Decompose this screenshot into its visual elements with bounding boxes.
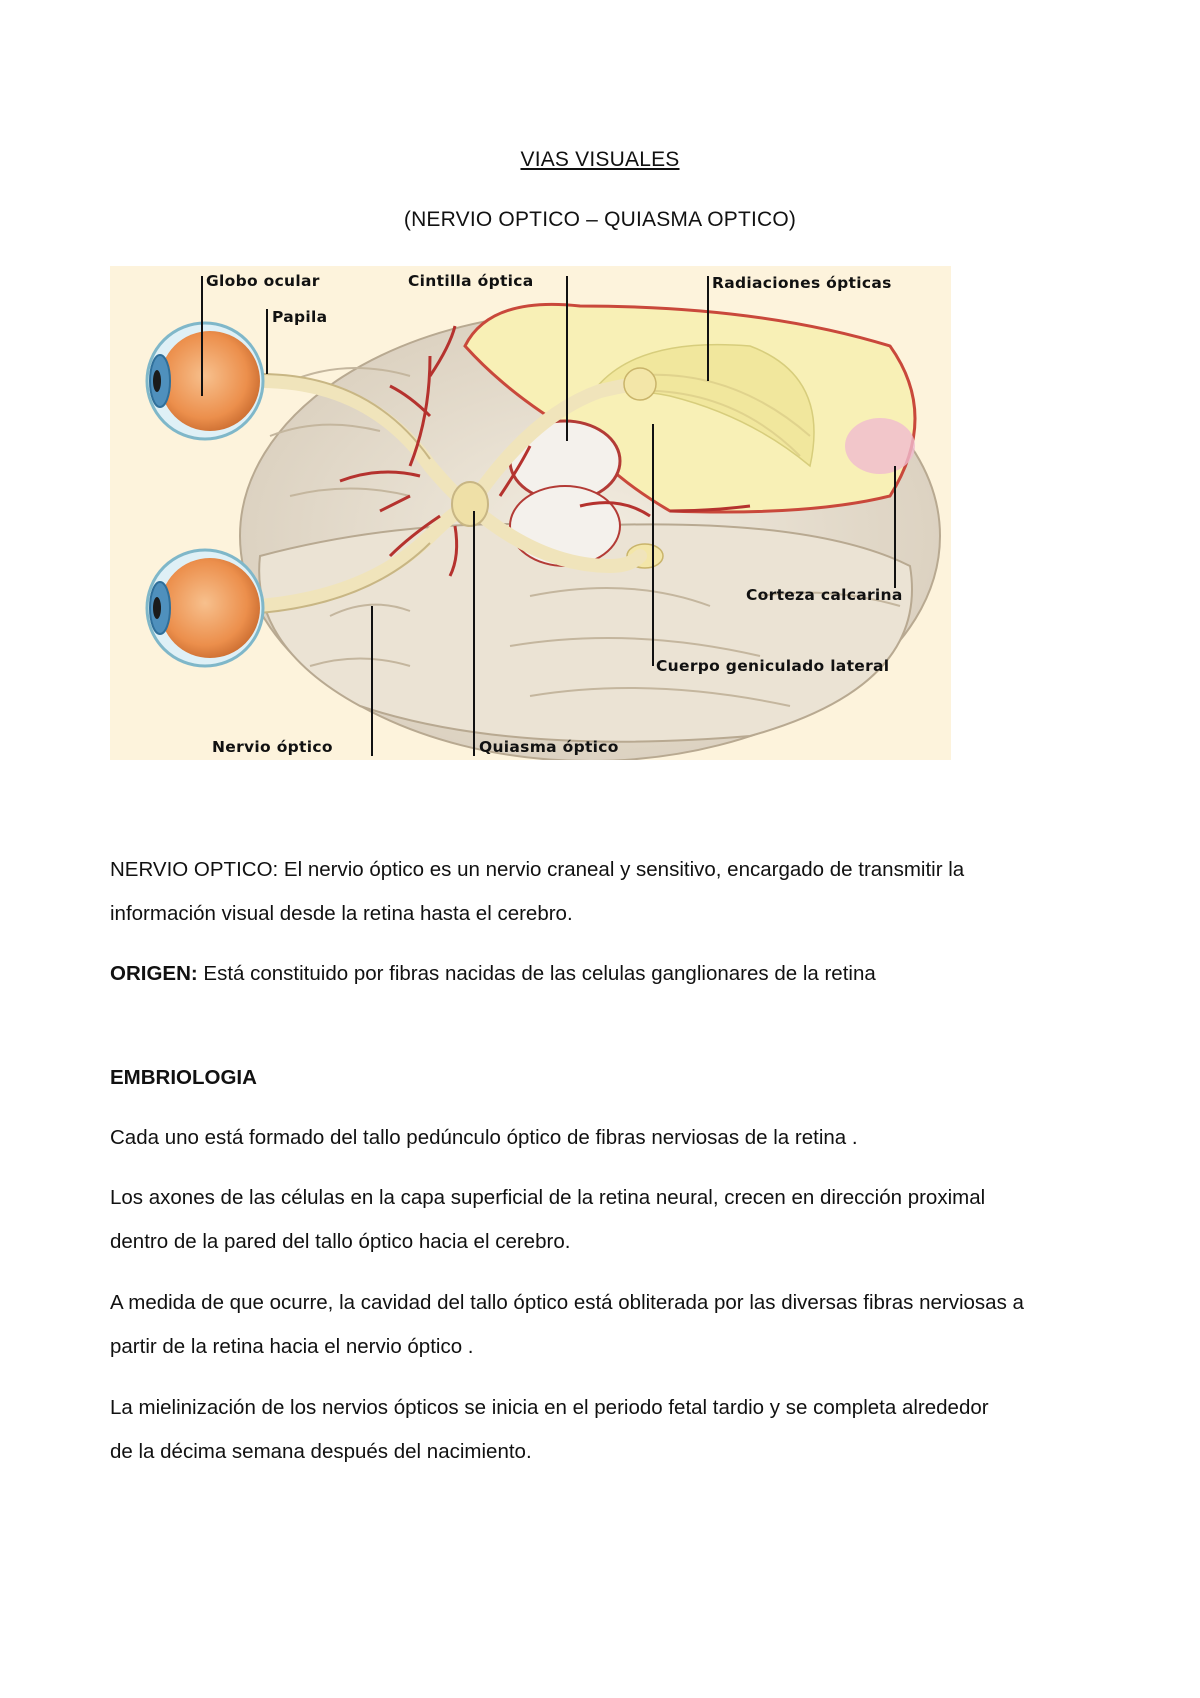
embriologia-p3-line1: A medida de que ocurre, la cavidad del t… <box>110 1291 1024 1314</box>
label-corteza-calcarina: Corteza calcarina <box>746 586 903 604</box>
label-cintilla-optica: Cintilla óptica <box>408 272 534 290</box>
nervio-optico-definition: NERVIO OPTICO: El nervio óptico es un ne… <box>110 848 1110 936</box>
embriologia-p1: Cada uno está formado del tallo pedúncul… <box>110 1126 858 1149</box>
label-nervio-optico: Nervio óptico <box>212 738 333 756</box>
embriologia-section: EMBRIOLOGIA <box>110 1056 1110 1100</box>
document-subtitle: (NERVIO OPTICO – QUIASMA OPTICO) <box>403 208 797 231</box>
embriologia-paragraph-4: La mielinización de los nervios ópticos … <box>110 1386 1110 1474</box>
origen-term: ORIGEN: <box>110 962 198 985</box>
brain-diagram <box>145 276 941 760</box>
embriologia-p4-line1: La mielinización de los nervios ópticos … <box>110 1396 989 1419</box>
blood-vessels <box>339 325 751 577</box>
optic-chiasm <box>451 481 489 527</box>
embriologia-p4-line2: de la décima semana después del nacimien… <box>110 1440 532 1463</box>
embriologia-p3-line2: partir de la retina hacia el nervio ópti… <box>110 1335 474 1358</box>
nervio-optico-text-1: El nervio óptico es un nervio craneal y … <box>278 858 965 881</box>
embriologia-paragraph-3: A medida de que ocurre, la cavidad del t… <box>110 1281 1110 1369</box>
document-title: VIAS VISUALES <box>520 148 680 171</box>
nervio-optico-term: NERVIO OPTICO: <box>110 858 279 881</box>
label-cuerpo-geniculado-lateral: Cuerpo geniculado lateral <box>656 657 890 675</box>
lower-eyeball <box>145 548 265 668</box>
label-quiasma-optico: Quiasma óptico <box>479 738 619 756</box>
geniculate-upper <box>623 367 657 401</box>
embriologia-heading: EMBRIOLOGIA <box>110 1066 257 1089</box>
leader-lines <box>201 276 896 756</box>
embriologia-paragraph-1: Cada uno está formado del tallo pedúncul… <box>110 1116 1110 1160</box>
label-globo-ocular: Globo ocular <box>206 272 320 290</box>
embriologia-paragraph-2: Los axones de las células en la capa sup… <box>110 1176 1110 1264</box>
origen-paragraph: ORIGEN: Está constituido por fibras naci… <box>110 952 1110 996</box>
calcarine-region <box>845 418 915 474</box>
label-radiaciones-opticas: Radiaciones ópticas <box>712 274 892 292</box>
origen-text: Está constituido por fibras nacidas de l… <box>197 962 876 985</box>
label-papila: Papila <box>272 308 328 326</box>
nervio-optico-text-2: información visual desde la retina hasta… <box>110 902 573 925</box>
visual-pathway-illustration: Globo ocular Papila Cintilla óptica Radi… <box>110 266 951 760</box>
embriologia-p2-line2: dentro de la pared del tallo óptico haci… <box>110 1230 571 1253</box>
upper-eyeball <box>145 321 265 441</box>
embriologia-p2-line1: Los axones de las células en la capa sup… <box>110 1186 986 1209</box>
